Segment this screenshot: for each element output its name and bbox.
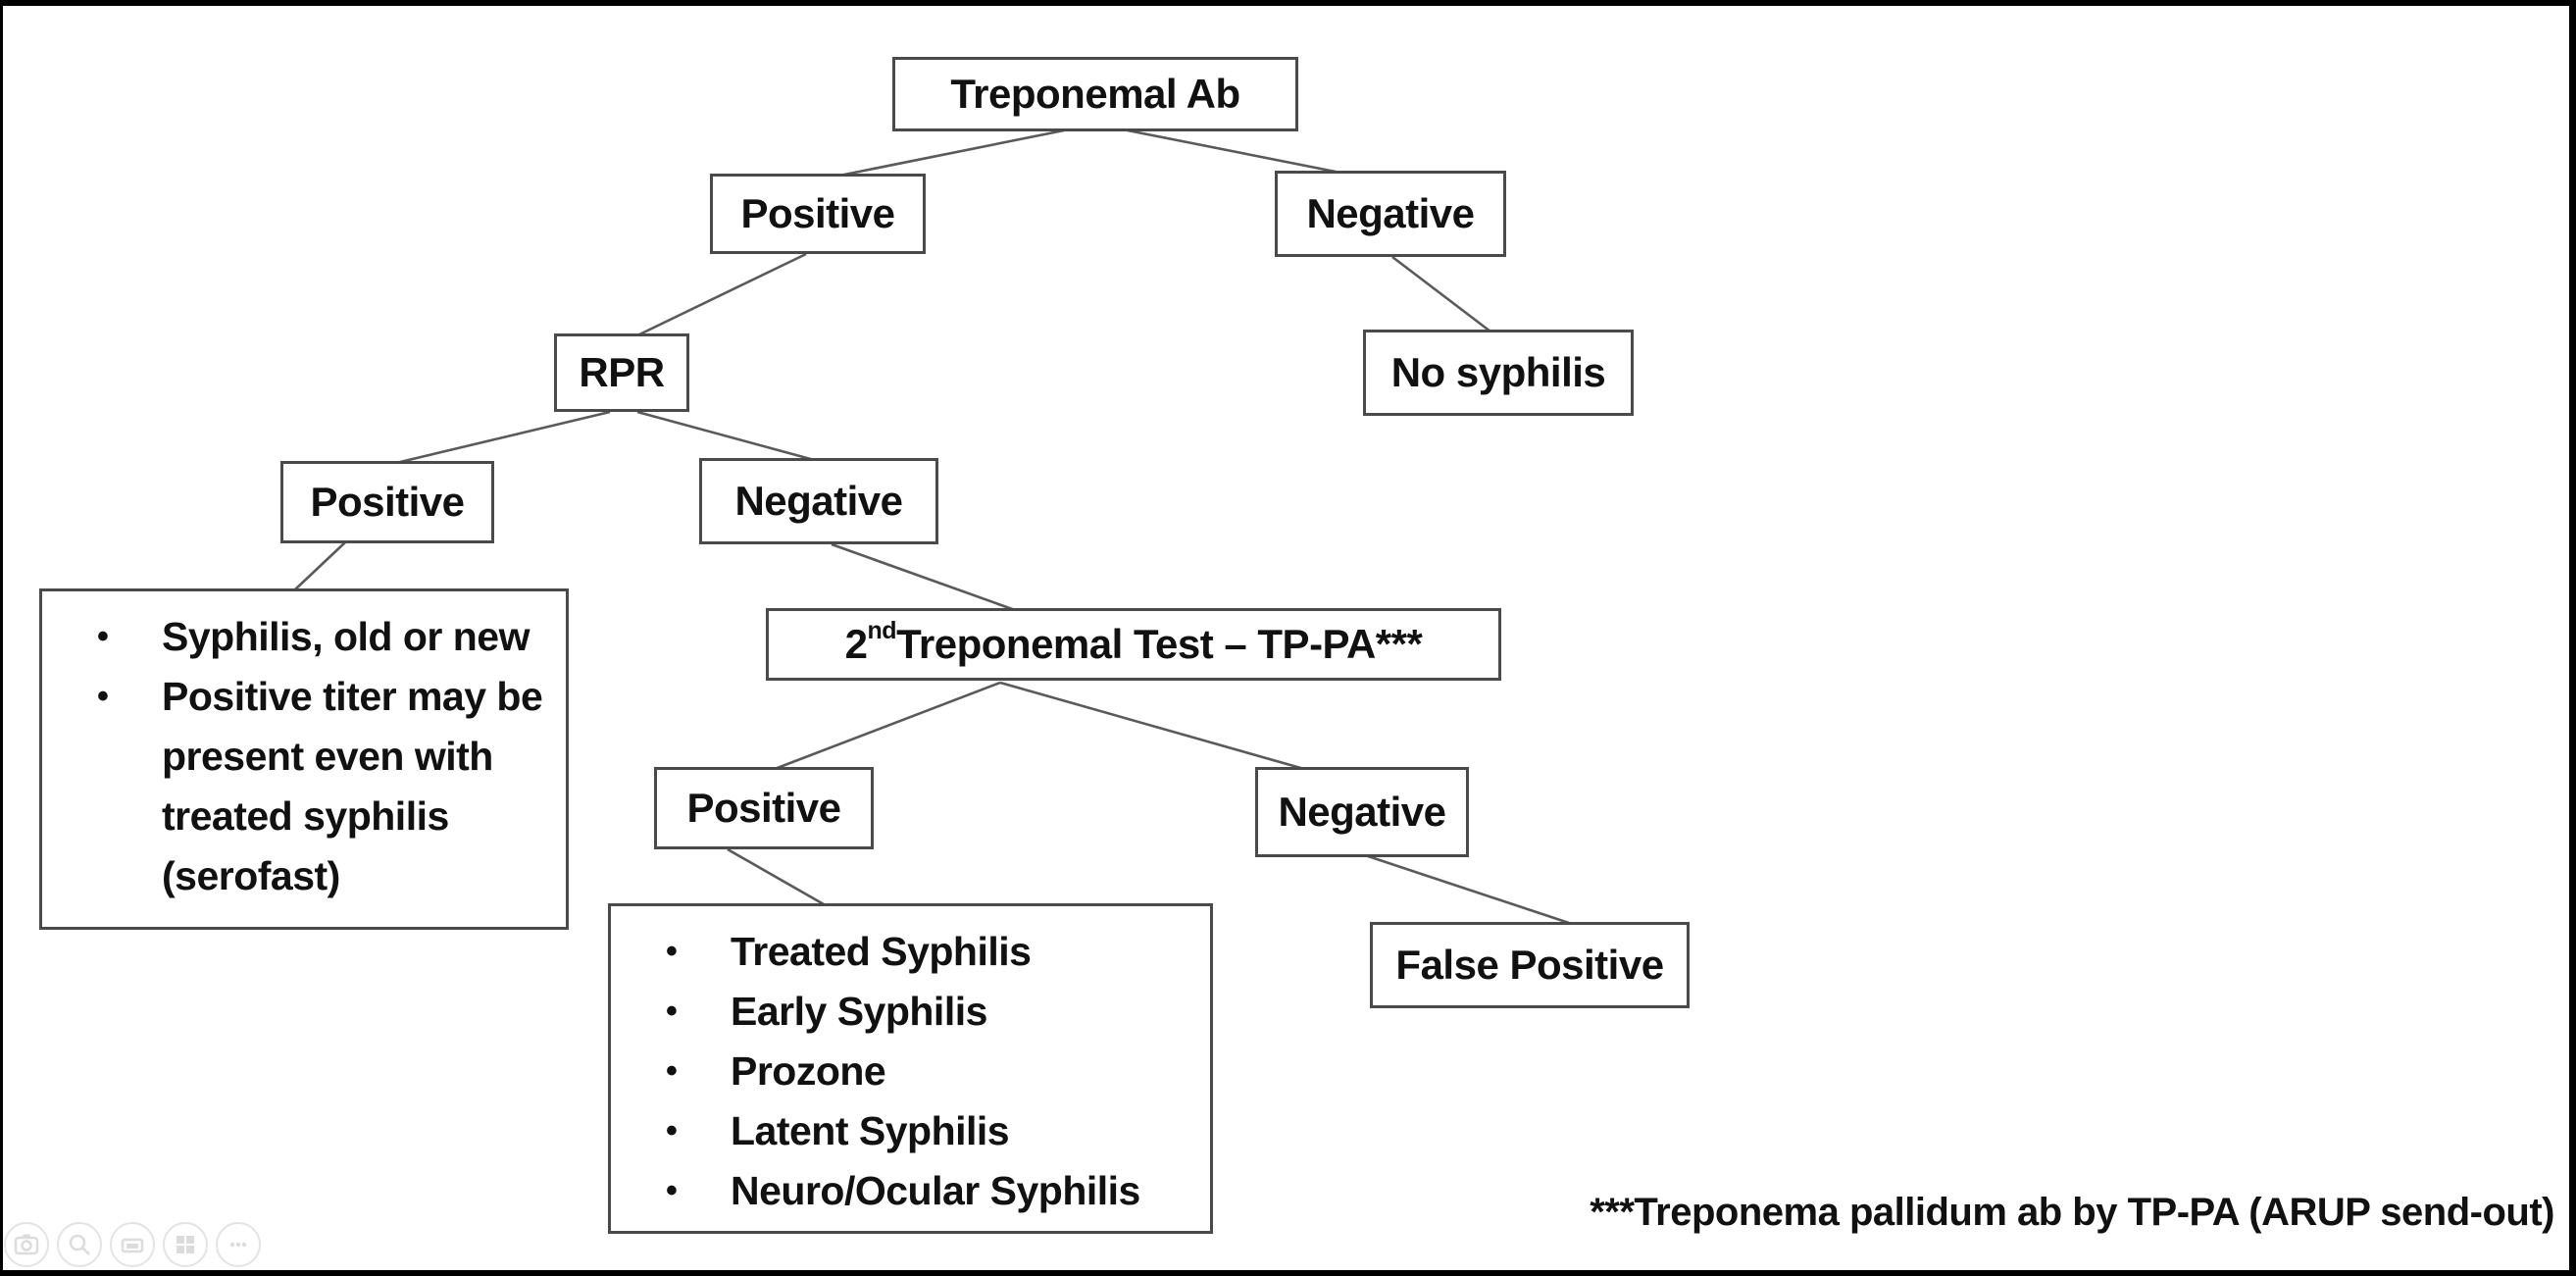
print-icon[interactable] (110, 1222, 155, 1267)
search-icon-glyph (69, 1234, 90, 1255)
bullet-icon: • (97, 678, 109, 715)
list-item-text: Positive titer may be present even with … (162, 674, 543, 898)
bullet-icon: • (666, 1172, 678, 1209)
node-treponemal-negative: Negative (1275, 171, 1506, 257)
node-rpr-negative: Negative (699, 458, 938, 544)
list-item-text: Latent Syphilis (731, 1108, 1010, 1153)
capture-icon[interactable] (4, 1222, 49, 1267)
list-item-text: Syphilis, old or new (162, 614, 530, 659)
bullet-icon: • (666, 1052, 678, 1090)
list-item: • Latent Syphilis (611, 1101, 1200, 1161)
print-icon-glyph (121, 1238, 144, 1253)
list-item: • Positive titer may be present even wit… (42, 667, 556, 906)
apps-icon-glyph (177, 1236, 194, 1253)
list-item: • Syphilis, old or new (42, 607, 556, 667)
node-false-positive: False Positive (1370, 922, 1690, 1008)
node-tppa-positive: Positive (654, 767, 874, 849)
bullet-icon: • (666, 993, 678, 1030)
footnote-text: ***Treponema pallidum ab by TP-PA (ARUP … (1590, 1191, 2554, 1234)
node-rpr: RPR (554, 333, 689, 412)
list-item-text: Neuro/Ocular Syphilis (731, 1168, 1140, 1213)
capture-icon-glyph (14, 1234, 39, 1255)
list-item-text: Treated Syphilis (731, 929, 1032, 974)
more-icon-glyph (229, 1242, 247, 1248)
apps-icon[interactable] (163, 1222, 208, 1267)
viewer-toolbar (4, 1222, 261, 1267)
list-item: • Prozone (611, 1042, 1200, 1101)
note-box-tppa-positive: • Treated Syphilis • Early Syphilis • Pr… (608, 903, 1213, 1234)
search-icon[interactable] (57, 1222, 102, 1267)
node-no-syphilis: No syphilis (1363, 330, 1634, 416)
node-rpr-positive: Positive (280, 461, 494, 543)
tppa-positive-bullet-list: • Treated Syphilis • Early Syphilis • Pr… (611, 906, 1210, 1221)
list-item-text: Early Syphilis (731, 989, 987, 1034)
rpr-positive-bullet-list: • Syphilis, old or new • Positive titer … (42, 591, 566, 906)
node-tppa-negative: Negative (1255, 767, 1469, 857)
node-treponemal-ab: Treponemal Ab (892, 57, 1298, 131)
second-test-label-rest: Treponemal Test – TP-PA*** (896, 621, 1423, 667)
bullet-icon: • (97, 618, 109, 655)
list-item: • Treated Syphilis (611, 922, 1200, 982)
second-test-label: 2 (844, 621, 868, 667)
bullet-icon: • (666, 933, 678, 970)
list-item: • Early Syphilis (611, 982, 1200, 1042)
note-box-rpr-positive: • Syphilis, old or new • Positive titer … (39, 588, 569, 930)
node-treponemal-positive: Positive (710, 174, 926, 254)
bullet-icon: • (666, 1112, 678, 1149)
list-item: • Neuro/Ocular Syphilis (611, 1161, 1200, 1221)
more-icon[interactable] (216, 1222, 261, 1267)
list-item-text: Prozone (731, 1048, 886, 1094)
